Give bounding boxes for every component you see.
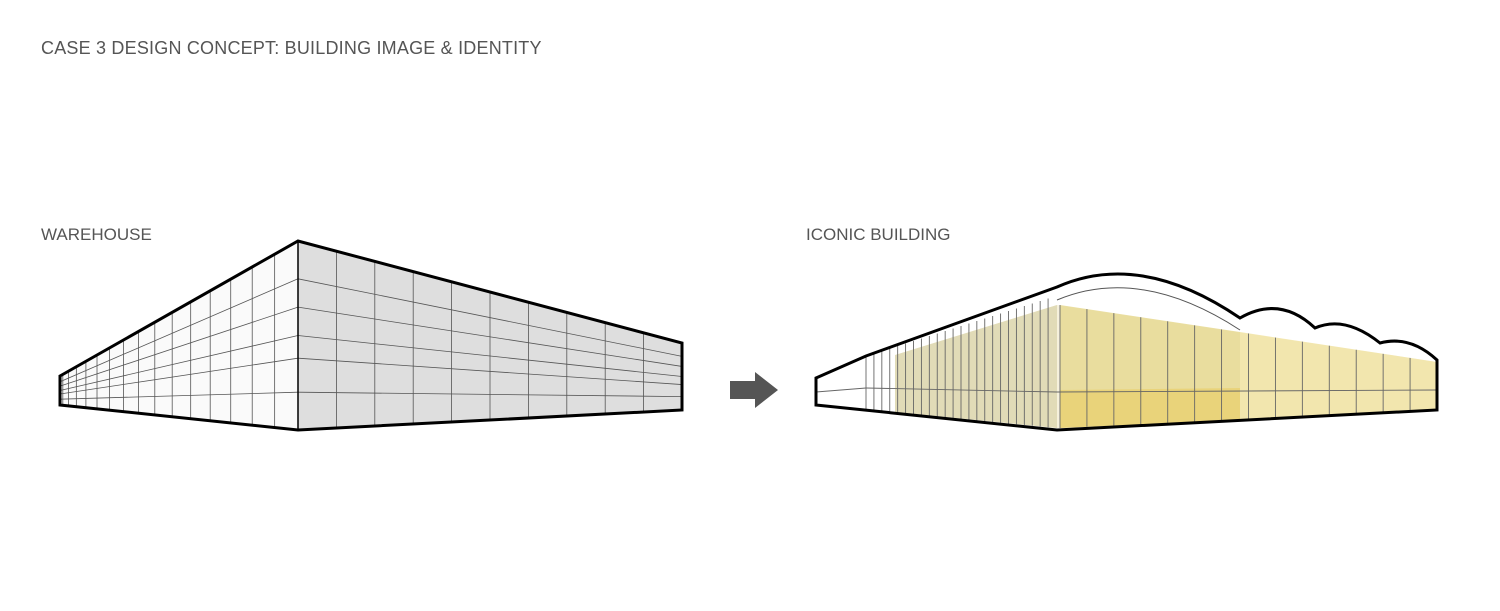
iconic-building-drawing [814,272,1439,432]
line-work [297,335,683,377]
line-work [59,278,299,383]
warehouse-label: WAREHOUSE [41,225,152,244]
warehouse-drawing [58,239,684,432]
page-title: CASE 3 DESIGN CONCEPT: BUILDING IMAGE & … [41,38,542,58]
iconic-building-label: ICONIC BUILDING [806,225,951,244]
line-work [59,306,299,387]
line-work [59,357,299,395]
arrow-right-icon [730,372,778,408]
line-work [297,357,683,385]
line-work [297,278,683,357]
line-work [815,387,867,393]
line-work [865,387,1058,393]
line-work [297,391,683,397]
line-work [59,335,299,391]
line-work [59,391,299,400]
line-work [297,306,683,367]
line-work [1056,389,1438,393]
